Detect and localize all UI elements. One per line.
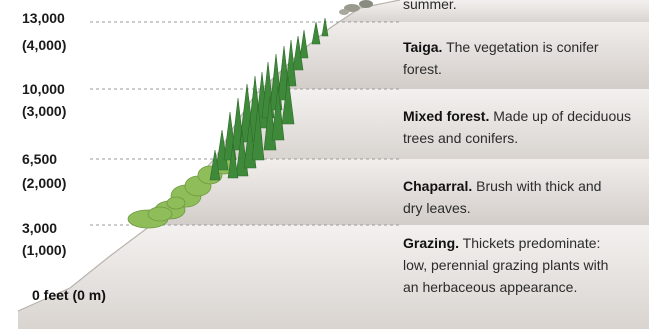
zone-chaparral-text: Chaparral. Brush with thick and dry leav…	[403, 175, 603, 219]
elevation-meters-2000: (2,000)	[22, 175, 67, 191]
elevation-feet-6500: 6,500	[22, 151, 58, 167]
zone-mixed-forest-text: Mixed forest. Made up of deciduous trees…	[403, 105, 639, 149]
elevation-meters-4000: (4,000)	[22, 37, 67, 53]
zone-chaparral-name: Chaparral.	[403, 178, 473, 194]
zone-summit-text: summer.	[403, 0, 639, 15]
zone-grazing-name: Grazing.	[403, 235, 460, 251]
summit-rocks	[339, 0, 373, 15]
zone-taiga-description: The vegetation is conifer forest.	[403, 39, 599, 77]
conifer-trees	[209, 17, 329, 181]
zone-mixed-forest-name: Mixed forest.	[403, 108, 490, 124]
elevation-feet-10000: 10,000	[22, 81, 65, 97]
zone-grazing-text: Grazing. Thickets predominate: low, pere…	[403, 232, 623, 298]
chaparral-shrubs	[127, 157, 235, 229]
elevation-meters-1000: (1,000)	[22, 242, 67, 258]
zone-grazing-description: Thickets predominate: low, perennial gra…	[403, 235, 609, 295]
elevation-meters-3000: (3,000)	[22, 103, 67, 119]
zone-taiga-text: Taiga. The vegetation is conifer forest.	[403, 36, 603, 80]
elevation-feet-3000: 3,000	[22, 220, 58, 236]
zone-summit-description: summer.	[403, 0, 457, 12]
zone-chaparral-description: Brush with thick and dry leaves.	[403, 178, 602, 216]
zone-mixed-forest-description: Made up of deciduous trees and conifers.	[403, 108, 632, 146]
zone-taiga-name: Taiga.	[403, 39, 443, 55]
elevation-feet-13000: 13,000	[22, 10, 65, 26]
base-elevation-label: 0 feet (0 m)	[32, 287, 106, 303]
